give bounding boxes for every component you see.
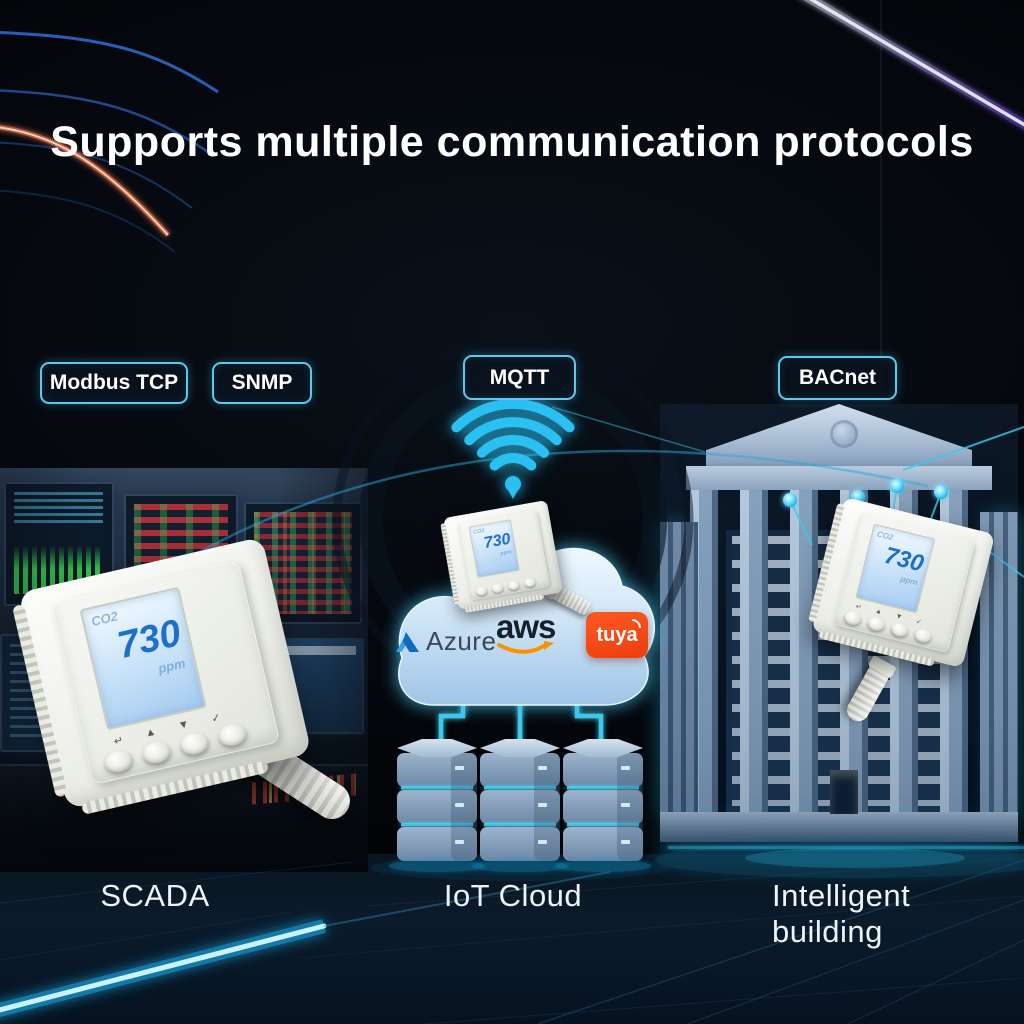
aws-label: aws [496, 608, 556, 645]
device-button [842, 609, 863, 627]
protocol-label: Modbus TCP [49, 371, 179, 394]
tuya-signal-icon [632, 619, 641, 628]
protocol-label: BACnet [799, 366, 876, 389]
aws-smile-icon [496, 641, 554, 654]
display-unit: ppm [156, 655, 187, 677]
sensor-probe [843, 655, 896, 726]
sensor-display: CO2 730 ppm [855, 523, 936, 614]
azure-icon [396, 631, 419, 652]
device-buttons [475, 575, 547, 597]
device-button [913, 627, 934, 645]
tuya-label: tuya [596, 623, 638, 646]
tuya-logo: tuya [586, 612, 648, 658]
device-button [178, 730, 211, 758]
device-button [140, 739, 173, 766]
sensor-display: CO2 730 ppm [468, 519, 520, 578]
display-gas-label: CO2 [876, 529, 895, 543]
sensor-body: CO2 730 ppm ↵▲▼✓ [443, 500, 563, 611]
decor-streaks [0, 0, 1024, 392]
page-title: Supports multiple communication protocol… [50, 118, 974, 166]
sensor-body: CO2 730 ppm ↵▲▼✓ [811, 497, 996, 669]
iot-cloud: CO2 730 ppm ↵▲▼✓ [372, 498, 672, 723]
device-button [866, 615, 887, 633]
sensor-faceplate: CO2 730 ppm ↵▲▼✓ [51, 560, 281, 785]
section-label-iot-cloud: IoT Cloud [443, 878, 583, 913]
display-unit: ppm [499, 548, 513, 557]
sensor-device-cloud: CO2 730 ppm ↵▲▼✓ [443, 500, 594, 618]
device-button [507, 580, 521, 591]
floor [0, 854, 1024, 1024]
cloud-connectors [438, 701, 604, 748]
sensor-body: CO2 730 ppm ↵▲▼✓ [18, 536, 312, 810]
sensor-display: CO2 730 ppm [79, 586, 207, 731]
database-stack-icon [389, 739, 651, 872]
section-label-scada: SCADA [100, 878, 210, 913]
display-value: 730 [881, 542, 927, 578]
wifi-icon [451, 399, 575, 499]
aws-logo: aws [496, 608, 556, 657]
device-button [523, 577, 537, 588]
protocol-badge-snmp: SNMP [212, 362, 312, 404]
sensor-faceplate: CO2 730 ppm ↵▲▼✓ [832, 512, 976, 654]
azure-label: Azure [426, 626, 497, 656]
protocol-badge-bacnet: BACnet [778, 356, 897, 400]
protocol-badge-modbus-tcp: Modbus TCP [40, 362, 188, 404]
floor-light-streak [0, 871, 611, 1018]
protocol-label: MQTT [489, 365, 550, 389]
device-button [102, 747, 135, 775]
sensor-device-left: CO2 730 ppm ↵▲▼✓ [18, 536, 357, 896]
section-label-intelligent-building: Intelligent building [772, 878, 911, 949]
azure-logo: Azure [396, 626, 496, 657]
protocol-badge-mqtt: MQTT [463, 355, 576, 400]
device-button [475, 585, 489, 597]
sensor-faceplate: CO2 730 ppm ↵▲▼✓ [456, 509, 550, 601]
device-button [889, 621, 910, 639]
sensor-device-right: CO2 730 ppm ↵▲▼✓ [811, 497, 1022, 750]
protocol-label: SNMP [231, 371, 293, 394]
device-button [216, 721, 249, 749]
device-button [491, 582, 505, 594]
